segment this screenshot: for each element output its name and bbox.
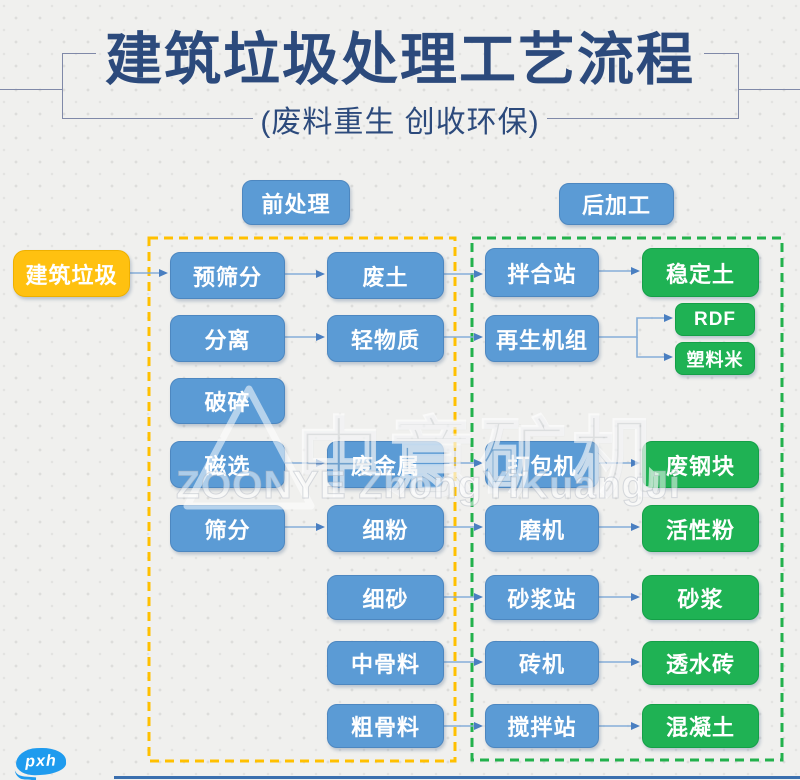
watermark-cn-text: 中意矿机 xyxy=(295,410,664,508)
node-feigangkuai: 废钢块 xyxy=(642,441,759,488)
node-rdf: RDF xyxy=(675,303,755,336)
node-zaishengjizu: 再生机组 xyxy=(485,315,599,362)
node-banhezhan: 拌合站 xyxy=(485,248,599,297)
page-subtitle: (废料重生 创收环保) xyxy=(260,106,540,139)
node-zhuanji: 砖机 xyxy=(485,641,599,685)
node-shajiangzhan: 砂浆站 xyxy=(485,575,599,620)
header-decoration-line xyxy=(704,53,738,54)
node-xifen: 细粉 xyxy=(327,505,444,552)
node-posui: 破碎 xyxy=(170,378,285,424)
node-toushuizhuan: 透水砖 xyxy=(642,641,759,685)
node-huoxingfen: 活性粉 xyxy=(642,505,759,552)
node-shajiang: 砂浆 xyxy=(642,575,759,620)
header-decoration-line xyxy=(62,53,96,54)
node-moji: 磨机 xyxy=(485,505,599,552)
node-xisha: 细砂 xyxy=(327,575,444,620)
node-dabaoji: 打包机 xyxy=(485,441,599,488)
page-title: 建筑垃圾处理工艺流程 xyxy=(105,28,695,92)
node-feijinshu: 废金属 xyxy=(327,441,444,488)
bottom-rule xyxy=(114,776,800,779)
node-qingwuzhi: 轻物质 xyxy=(327,315,444,362)
node-section-pre: 前处理 xyxy=(242,180,350,225)
node-shaifen: 筛分 xyxy=(170,505,285,552)
header-decoration-line xyxy=(738,53,739,119)
node-feitu: 废土 xyxy=(327,252,444,299)
header-decoration-line xyxy=(0,89,62,90)
node-hunningtu: 混凝土 xyxy=(642,704,759,748)
watermark-en-text: ZOONYE ZhongYiKuangJi xyxy=(176,464,681,508)
header-decoration-line xyxy=(547,118,738,119)
node-suliaomi: 塑料米 xyxy=(675,342,755,375)
node-input: 建筑垃圾 xyxy=(13,250,130,297)
node-jiaobanzhan: 搅拌站 xyxy=(485,704,599,748)
header-decoration-line xyxy=(62,53,63,119)
node-cuguliao: 粗骨料 xyxy=(327,704,444,748)
node-section-post: 后加工 xyxy=(559,183,674,225)
node-zhongguliao: 中骨料 xyxy=(327,641,444,685)
header-decoration-line xyxy=(62,118,253,119)
node-fenli: 分离 xyxy=(170,315,285,362)
node-yushaifen: 预筛分 xyxy=(170,252,285,299)
header-decoration-line xyxy=(738,89,800,90)
node-wendingtu: 稳定土 xyxy=(642,248,759,297)
